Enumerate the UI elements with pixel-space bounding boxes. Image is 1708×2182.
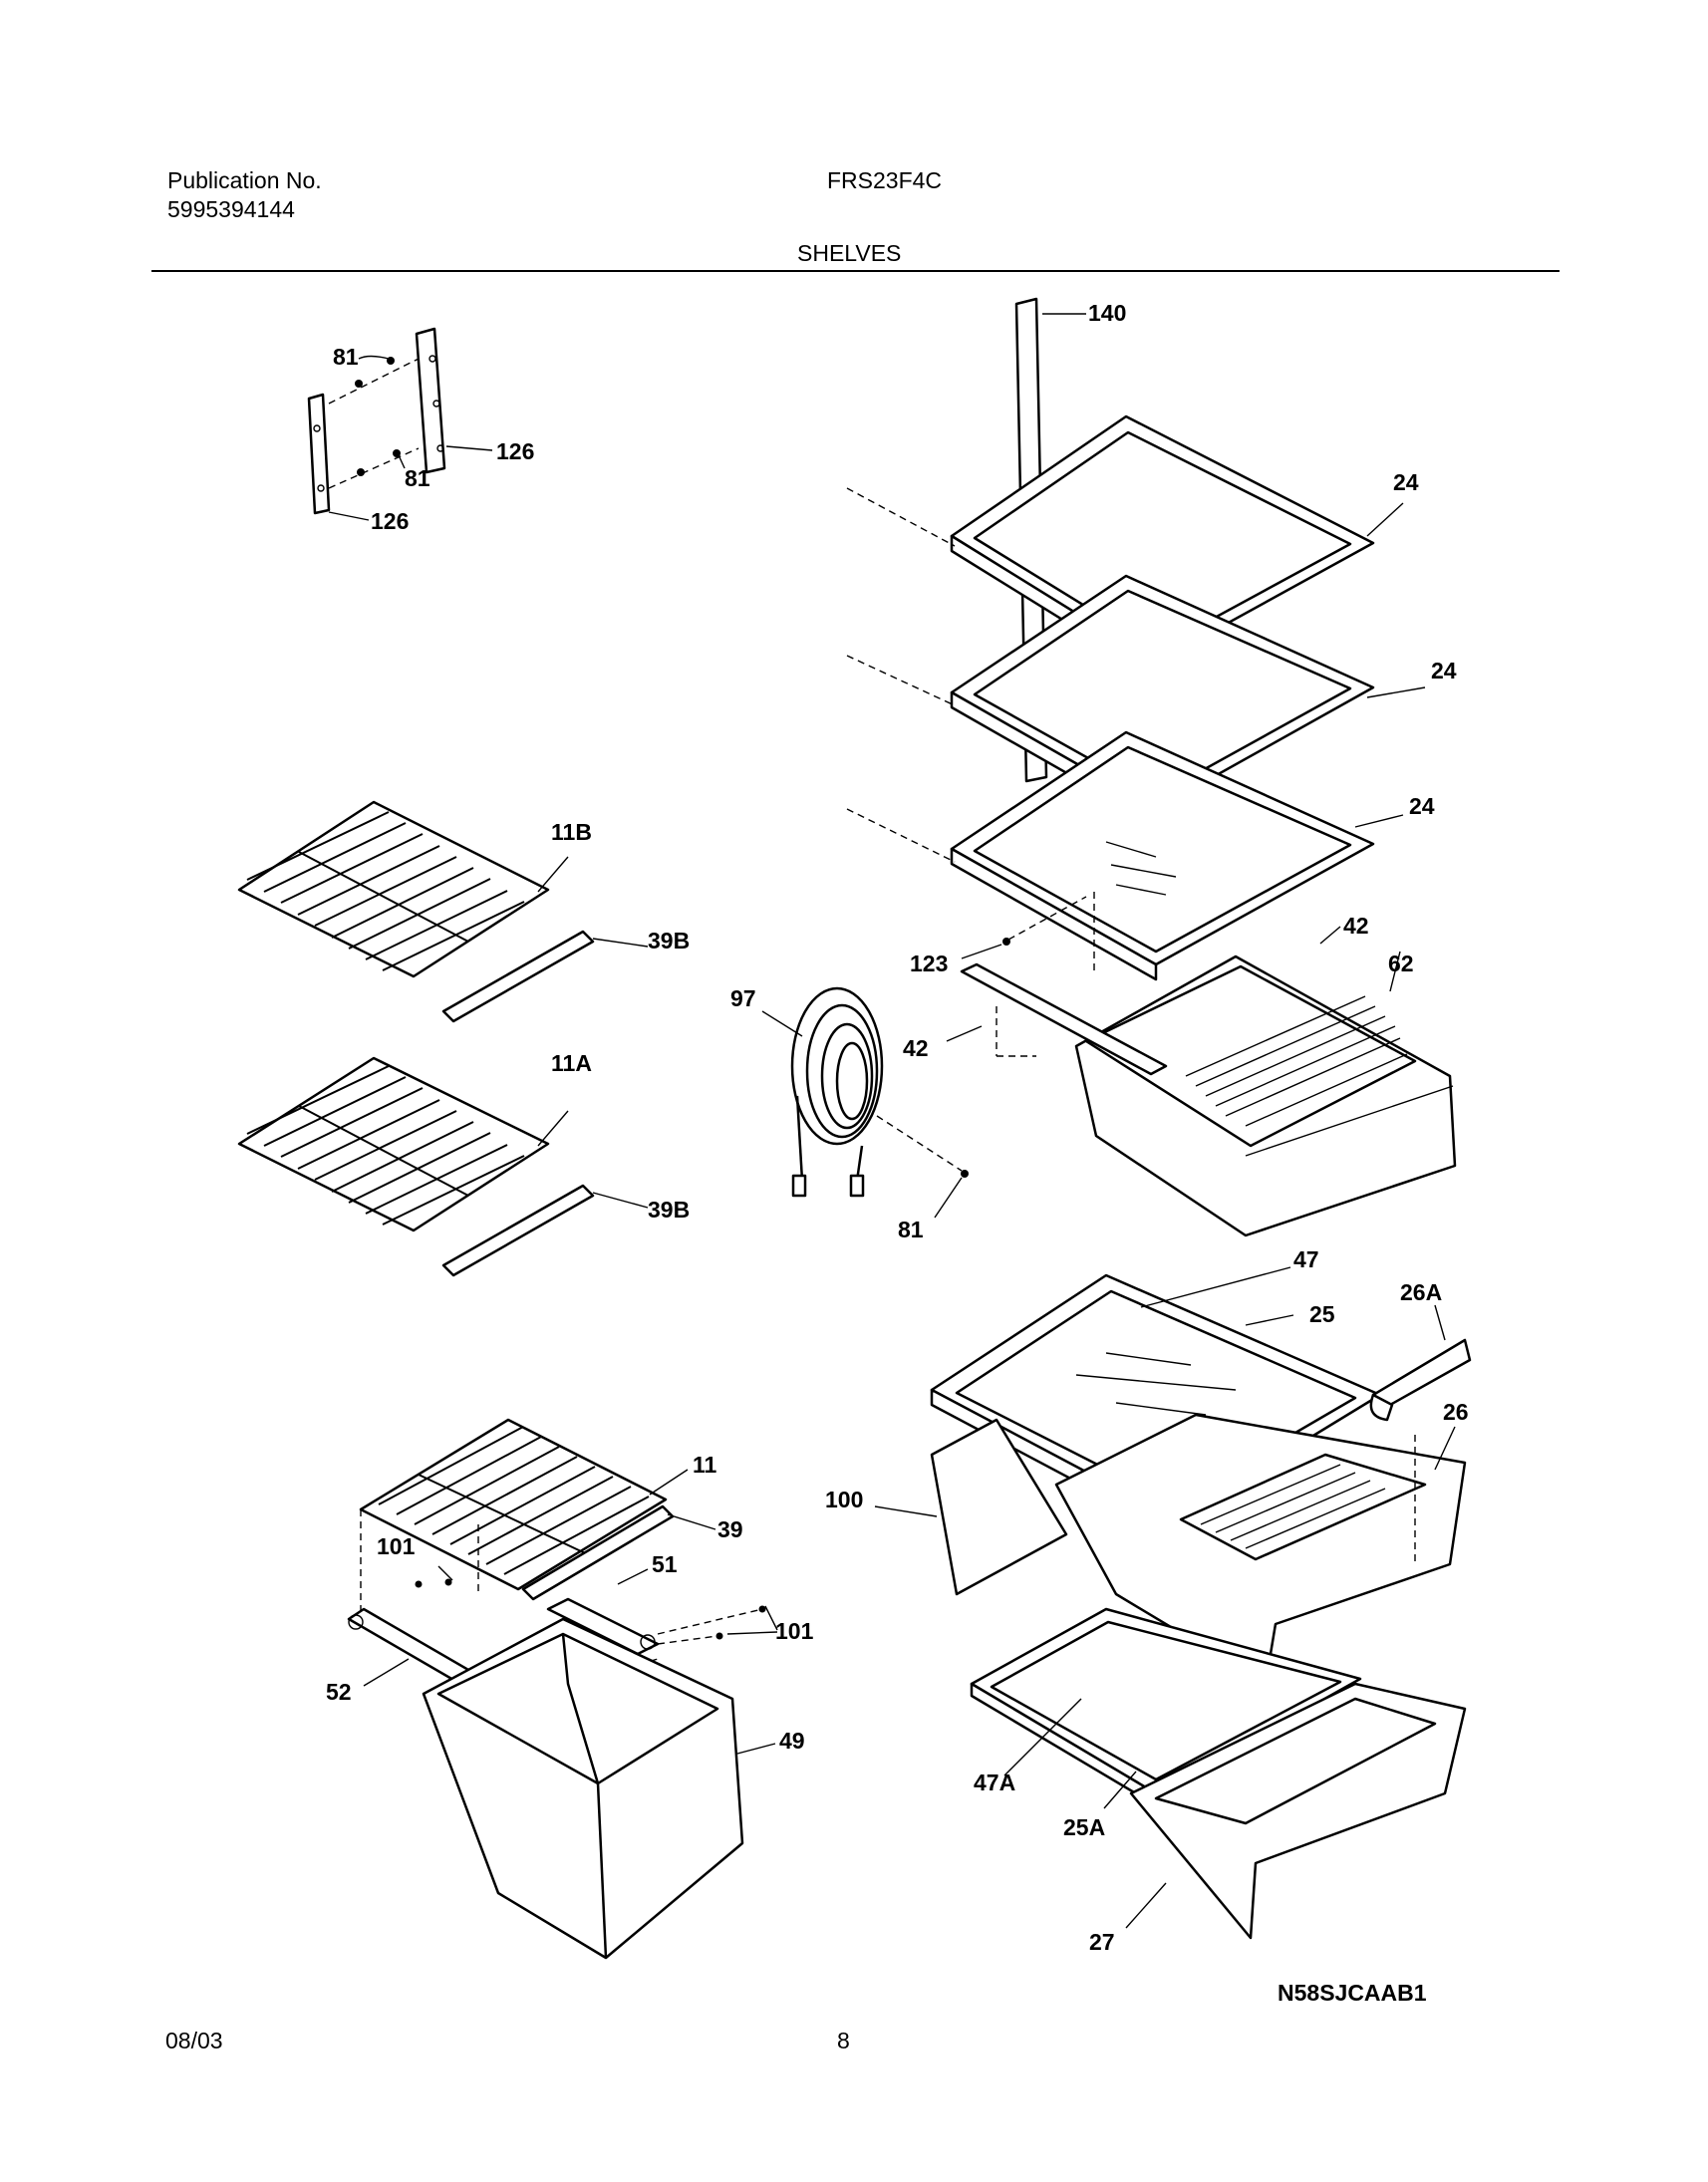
callout-11: 11 xyxy=(693,1452,717,1478)
wire-coil xyxy=(790,986,884,1198)
wire-shelf-upper xyxy=(237,800,550,978)
drawer-rail-left xyxy=(960,962,1168,1076)
shelf-trim-upper xyxy=(441,930,595,1023)
callout-47: 47 xyxy=(1293,1246,1319,1272)
callout-51: 51 xyxy=(652,1551,678,1577)
callout-52: 52 xyxy=(326,1679,352,1705)
wire-shelf-lower xyxy=(237,1056,550,1232)
callout-126-left: 126 xyxy=(371,508,409,534)
callout-42-lower: 42 xyxy=(903,1035,929,1061)
callout-49: 49 xyxy=(779,1728,805,1754)
callout-25: 25 xyxy=(1309,1301,1335,1327)
callout-39b-upper: 39B xyxy=(648,928,690,954)
callout-100: 100 xyxy=(825,1487,863,1512)
shelf-bracket-pair xyxy=(307,327,446,515)
callout-11b: 11B xyxy=(551,819,592,845)
publication-label: Publication No. xyxy=(167,167,322,193)
storage-pan xyxy=(422,1617,744,1960)
callout-81-mid: 81 xyxy=(405,465,430,491)
callout-39: 39 xyxy=(717,1516,743,1542)
crisper-drawer-middle xyxy=(1054,1413,1467,1686)
callout-97: 97 xyxy=(730,985,756,1011)
wire-shelf-bottom xyxy=(359,1418,668,1591)
callout-39b-lower: 39B xyxy=(648,1197,690,1223)
cover-support-bracket xyxy=(1369,1338,1472,1422)
callout-101-right: 101 xyxy=(775,1618,814,1644)
callout-24-bottom: 24 xyxy=(1409,793,1435,819)
section-title: SHELVES xyxy=(797,240,902,266)
callout-25a: 25A xyxy=(1063,1814,1105,1840)
callout-27: 27 xyxy=(1089,1929,1115,1955)
page-number: 8 xyxy=(837,2028,850,2053)
callout-11a: 11A xyxy=(551,1050,592,1076)
crisper-cover-lower xyxy=(970,1607,1362,1807)
crisper-drawer-lower xyxy=(1129,1682,1467,1940)
revision-date: 08/03 xyxy=(165,2028,223,2053)
callout-24-top: 24 xyxy=(1393,469,1419,495)
drawing-code: N58SJCAAB1 xyxy=(1278,1980,1427,2006)
callout-140: 140 xyxy=(1088,300,1126,326)
callout-81-coil: 81 xyxy=(898,1217,924,1242)
callout-62: 62 xyxy=(1388,951,1414,976)
callout-126-right: 126 xyxy=(496,438,534,464)
header-rule xyxy=(151,270,1560,272)
callout-81-top: 81 xyxy=(333,344,359,370)
callout-101-left: 101 xyxy=(377,1533,416,1559)
publication-number: 5995394144 xyxy=(167,196,295,222)
callout-42-upper: 42 xyxy=(1343,913,1369,939)
callout-47a: 47A xyxy=(974,1770,1015,1795)
model-number: FRS23F4C xyxy=(827,167,943,193)
callout-24-middle: 24 xyxy=(1431,658,1457,683)
callout-123: 123 xyxy=(910,951,948,976)
crisper-drawer-upper xyxy=(1074,955,1457,1237)
shelf-trim-lower xyxy=(441,1184,595,1277)
glass-shelf-lower xyxy=(950,730,1375,981)
callout-26a: 26A xyxy=(1400,1279,1442,1305)
callout-26: 26 xyxy=(1443,1399,1469,1425)
crisper-divider xyxy=(930,1418,1068,1596)
